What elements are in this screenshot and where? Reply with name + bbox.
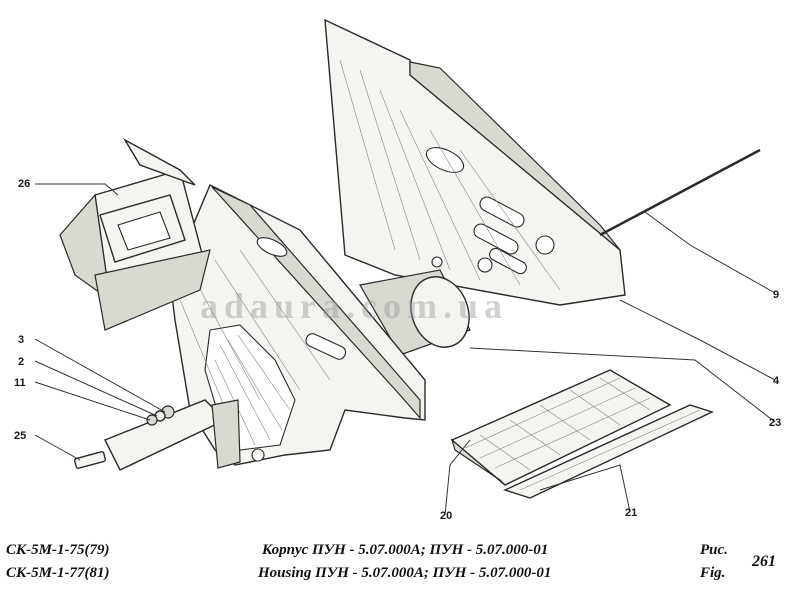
callout-23: 23	[769, 417, 781, 429]
callout-25: 25	[14, 430, 26, 442]
model-line-2: СК-5М-1-77(81)	[6, 565, 110, 581]
cross-tube	[359, 269, 471, 356]
callout-9: 9	[773, 289, 779, 301]
figure-number: 261	[752, 553, 776, 570]
bottom-cover	[503, 404, 714, 499]
title-english: Housing ПУН - 5.07.000А; ПУН - 5.07.000-…	[258, 565, 552, 581]
callout-2: 2	[18, 356, 24, 368]
callout-20: 20	[440, 510, 452, 522]
figure-label-russian: Рис.	[700, 542, 728, 558]
figure-label-english: Fig.	[700, 565, 726, 581]
title-russian: Корпус ПУН - 5.07.000А; ПУН - 5.07.000-0…	[262, 542, 549, 558]
callout-21: 21	[625, 507, 637, 519]
callout-26: 26	[18, 178, 30, 190]
model-line-1: СК-5М-1-75(79)	[6, 542, 110, 558]
right-side-panel	[324, 18, 626, 306]
hopper-chute	[59, 138, 211, 331]
bracket-plate	[73, 399, 241, 471]
watermark-text: adaura.com.ua	[200, 286, 508, 326]
sieve-grate	[450, 369, 672, 486]
callout-3: 3	[18, 334, 24, 346]
rod	[599, 148, 761, 237]
leader-lines	[34, 183, 776, 516]
callout-4: 4	[773, 375, 780, 387]
callout-11: 11	[14, 377, 26, 389]
